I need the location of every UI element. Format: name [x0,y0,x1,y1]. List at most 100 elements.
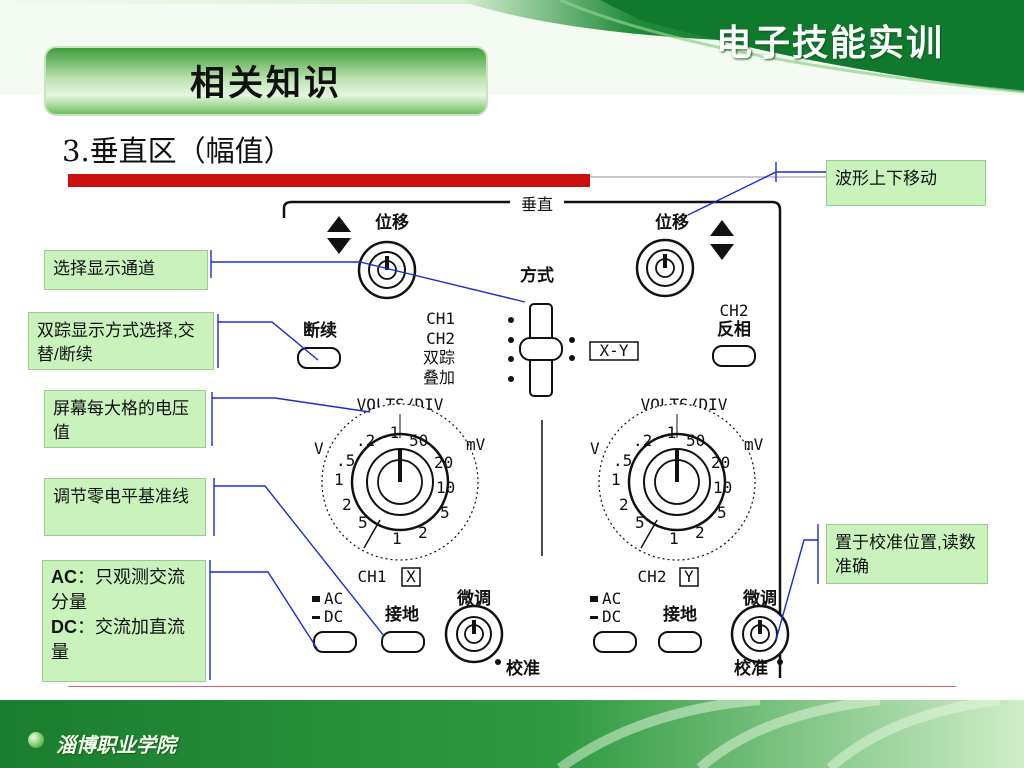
topic-title: 相关知识 [189,63,342,104]
ch2-label-bottom: CH2 [638,567,667,586]
dial-label: 5 [717,503,727,522]
dial-label: .1 [657,423,676,442]
mode-dot [508,337,514,343]
ch1-label: CH1 [358,567,387,586]
course-title: 电子技能实训 [715,23,944,64]
xy-dot [569,337,575,343]
invert-button[interactable] [712,345,756,367]
mode-option-dual: 双踪 [423,348,455,367]
ac-label-left: AC [324,589,343,608]
gnd-label-right: 接地 [663,604,697,625]
ac-mark [590,596,598,602]
position-label-right: 位移 [655,212,689,233]
dial-label: .1 [380,423,399,442]
dial-label: 2 [695,523,705,542]
position-knob-left[interactable] [357,240,417,300]
ac-dc-button-right[interactable] [593,631,637,653]
position-knob-right[interactable] [635,238,695,298]
dc-label-left: DC [324,607,343,626]
dial-label: 50 [409,431,428,450]
leader-acdc [210,571,319,651]
fine-label-right: 微调 [742,588,777,609]
footer-band [0,700,1024,768]
dial-label: 1 [611,470,621,489]
dial-v-label-right: V [590,439,600,458]
ac-label-right: AC [602,589,621,608]
red-rule [68,174,590,187]
mode-slider-knob[interactable] [519,337,563,361]
leader-cal [775,539,818,641]
dc-mark [312,616,320,619]
footer-background [0,700,1024,768]
up-down-arrow-icon [710,220,734,260]
leader-channel [211,261,526,303]
invert-label: 反相 [717,319,751,340]
volts-div-dial-right[interactable] [598,403,756,561]
dial-mv-label-left: mV [466,435,486,454]
ch1-axis-label: X [406,567,416,586]
callout-shift: 波形上下移动 [826,160,986,206]
leader-volts [212,397,371,413]
dial-label: 2 [619,495,629,514]
panel-frame-left [282,200,510,218]
dial-labels-left: .2 .1 50 .5 20 1 10 2 5 5 1 2 [334,423,455,548]
dial-label: 5 [635,513,645,532]
mode-dot [508,376,514,382]
callout-volts: 屏幕每大格的电压值 [44,390,206,448]
chop-label: 断续 [303,320,337,341]
ch2-axis-box [679,567,699,587]
xy-dot [569,355,575,361]
panel-title: 垂直 [521,195,553,214]
dial-label: .2 [633,431,652,450]
fine-knob-left[interactable] [444,604,504,664]
dial-label: 1 [334,470,344,489]
mode-option-ch1: CH1 [426,309,455,328]
callout-acdc: AC：只观测交流分量 DC：交流加直流量 [42,560,206,682]
callout-ac-text: ：只观测交流分量 [51,567,185,612]
topic-title-box [44,46,488,116]
callout-zero: 调节零电平基准线 [44,478,206,536]
cal-label-left: 校准 [506,658,540,679]
callout-dual: 双踪显示方式选择,交替/断续 [28,312,214,370]
gnd-button-left[interactable] [381,631,425,653]
cal-label-right: 校准 [734,658,768,679]
xy-label-box [589,341,639,361]
section-heading: 3.垂直区（幅值） [62,134,293,168]
xy-label: X-Y [600,341,629,360]
cal-dot [495,659,501,665]
dial-label: 5 [440,503,450,522]
cal-dot [777,659,783,665]
callout-channel: 选择显示通道 [44,250,208,290]
dial-label: .5 [613,451,632,470]
ch2-label: CH2 [720,301,749,320]
dial-labels-right: .2 .1 50 .5 20 1 10 2 5 5 1 2 [611,423,732,548]
dial-label: .5 [336,451,355,470]
leader-zero [214,485,385,637]
dial-label: .2 [356,431,375,450]
mode-dot [508,356,514,362]
dc-label-right: DC [602,607,621,626]
dial-label: 10 [436,478,455,497]
ch2-axis-label: Y [684,567,694,586]
panel-frame-right [564,200,782,678]
callout-ac-head: AC [51,567,77,587]
callout-dc-text: ：交流加直流量 [51,617,185,662]
ac-dc-button-left[interactable] [313,631,357,653]
leader-shift [687,171,826,216]
dial-mv-label-right: mV [744,435,764,454]
position-label-left: 位移 [375,212,409,233]
dial-label: 5 [358,513,368,532]
mode-option-ch2: CH2 [426,329,455,348]
dc-mark [590,616,598,619]
fine-knob-right[interactable] [730,604,790,664]
gnd-button-right[interactable] [658,631,702,653]
school-name: 淄博职业学院 [56,733,176,757]
gnd-label-left: 接地 [385,604,419,625]
gray-rule [590,176,950,178]
bottom-rule [68,686,956,687]
dial-label: 20 [434,453,453,472]
volts-div-dial-left[interactable] [321,403,479,561]
dial-v-label-left: V [314,439,324,458]
dial-label: 10 [713,478,732,497]
